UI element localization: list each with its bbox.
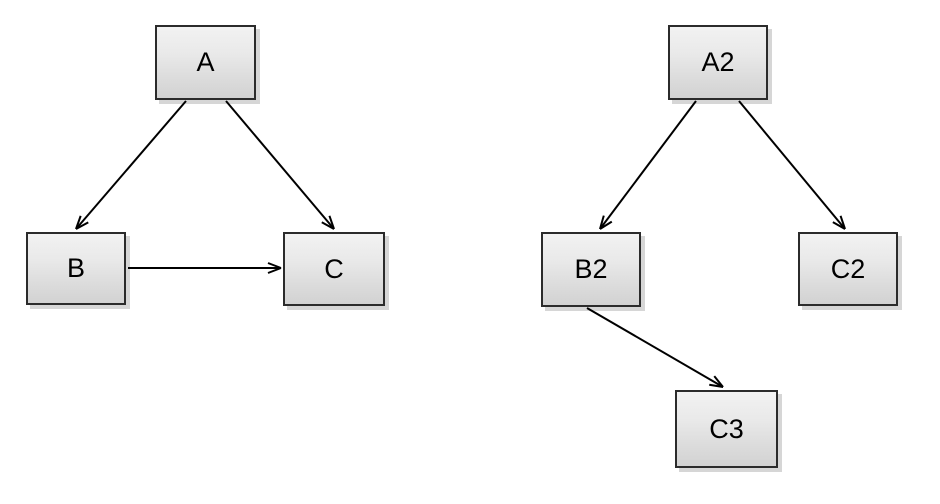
node-a[interactable]: A [155, 25, 256, 100]
edge-a-to-c [225, 100, 335, 230]
edge-line [586, 307, 724, 388]
arrowhead-barb [709, 383, 724, 388]
arrowhead-barb [328, 215, 335, 230]
node-label: B2 [574, 254, 608, 284]
edge-line [599, 100, 697, 230]
edge-line [75, 100, 187, 230]
arrowhead-barb [599, 215, 605, 230]
arrowhead-barb [75, 215, 82, 230]
edge-b-to-c [128, 262, 282, 274]
node-label: C [324, 253, 344, 284]
node-b2[interactable]: B2 [541, 232, 641, 307]
arrowhead-barb [321, 221, 335, 230]
arrowhead-barb [267, 267, 282, 274]
edge-b2-to-c3 [586, 307, 724, 388]
arrowhead-barb [713, 375, 724, 388]
node-c2[interactable]: C2 [798, 232, 898, 306]
edge-line [225, 100, 335, 230]
node-label: A2 [701, 47, 735, 77]
node-label: C3 [709, 413, 744, 444]
node-c3[interactable]: C3 [675, 390, 778, 468]
arrowhead-barb [267, 262, 282, 269]
edge-a2-to-b2 [599, 100, 697, 230]
node-b[interactable]: B [26, 232, 126, 305]
node-c[interactable]: C [283, 232, 385, 306]
arrowhead-barb [75, 221, 89, 230]
node-label: A [196, 47, 215, 77]
node-a2[interactable]: A2 [668, 25, 768, 100]
node-label: C2 [830, 253, 866, 284]
edge-a2-to-c2 [738, 100, 846, 230]
arrowhead-barb [599, 220, 613, 230]
arrowhead-barb [839, 215, 846, 230]
edge-a-to-b [75, 100, 187, 230]
edge-line [738, 100, 846, 230]
node-label: B [66, 253, 85, 283]
arrowhead-barb [832, 221, 846, 230]
